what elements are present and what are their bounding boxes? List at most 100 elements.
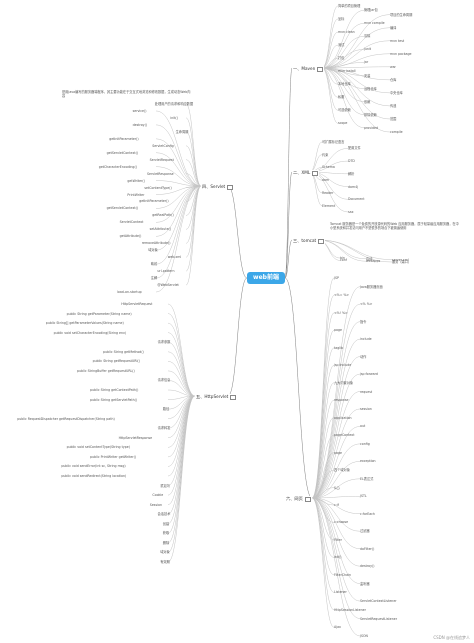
servlet-leaf[interactable]: getWriter() [127,178,145,183]
servlet-leaf[interactable]: getInitParameter() [139,199,169,204]
maven-leaf[interactable]: 仓库 [390,77,397,82]
xml-leaf[interactable]: Schema [322,165,335,170]
tomcat-leaf[interactable]: conf [340,258,347,263]
web-leaf[interactable]: Java服务器页面 [360,284,383,289]
web-leaf[interactable]: jsp:include [334,363,352,368]
web-leaf[interactable]: session [360,406,372,411]
branch-httpservlet[interactable]: 五、HttpServlet [195,394,238,400]
xml-leaf[interactable]: dom4j [348,184,358,189]
servlet-leaf[interactable]: setContentType() [144,185,172,190]
xml-leaf[interactable]: Document [348,197,365,202]
servlet-leaf[interactable]: getServletContext() [106,206,139,211]
servlet-leaf[interactable]: removeAttribute() [141,241,171,246]
xml-leaf[interactable]: Element [322,203,336,208]
maven-leaf[interactable]: provided [364,125,378,130]
web-leaf[interactable]: destroy() [360,564,375,569]
web-leaf[interactable]: ServletContextListener [360,599,397,604]
maven-leaf[interactable]: 远程仓库 [364,86,377,91]
web-leaf[interactable]: ServletRequestListener [360,616,398,621]
httpservlet-leaf[interactable]: 有效期 [160,560,170,564]
web-leaf[interactable]: Listener [334,590,347,595]
httpservlet-leaf[interactable]: HttpServletRequest [121,302,153,306]
web-leaf[interactable]: page [334,450,342,455]
servlet-leaf[interactable]: 域对象 [148,248,158,253]
servlet-leaf[interactable]: web.xml [167,255,182,260]
httpservlet-leaf[interactable]: public String getParameter(String name) [66,311,132,316]
servlet-leaf[interactable]: getInitParameter() [109,136,139,141]
servlet-leaf[interactable]: url-pattern [157,269,175,274]
maven-leaf[interactable]: junit [364,47,372,52]
tomcat-leaf[interactable]: server.xml [392,257,409,262]
web-leaf[interactable]: doFilter() [360,546,375,551]
httpservlet-leaf[interactable]: public String getServletPath() [90,397,138,402]
maven-leaf[interactable]: scope [338,121,348,126]
tomcat-leaf[interactable]: 服务（端口） [392,260,412,264]
maven-leaf[interactable]: 项目的生命周期 [390,12,413,17]
web-leaf[interactable]: Ajax [334,625,341,630]
web-leaf[interactable]: page [334,328,342,333]
httpservlet-leaf[interactable]: 删除 [162,540,170,545]
httpservlet-leaf[interactable]: public StringBuffer getRequestURL() [77,368,135,373]
web-leaf[interactable]: exception [360,459,376,464]
httpservlet-leaf[interactable]: public void sendRedirect(String location… [61,474,127,478]
httpservlet-leaf[interactable]: public String[] getParameterValues(Strin… [45,321,124,326]
maven-leaf[interactable]: 私服 [338,95,345,100]
servlet-leaf[interactable]: ServletConfig [152,143,174,148]
servlet-leaf[interactable]: PrintWriter [127,192,145,197]
maven-leaf[interactable]: mvn test [390,38,405,43]
web-leaf[interactable]: JSON [360,634,368,638]
maven-leaf[interactable]: 范围 [390,116,397,121]
web-leaf[interactable]: JSP [334,276,339,280]
httpservlet-leaf[interactable]: Session [149,502,162,507]
web-leaf[interactable]: c:forEach [360,511,375,516]
web-leaf[interactable]: jsp:forward [360,372,378,377]
xml-leaf[interactable]: 配置文件 [348,146,361,151]
web-leaf[interactable]: request [360,389,373,394]
servlet-leaf[interactable]: setAttribute() [149,227,172,232]
servlet-leaf[interactable]: ServletContext [119,220,144,225]
web-leaf[interactable]: 过滤器 [360,529,370,534]
servlet-leaf[interactable]: 处理用户的请求和响应数据 [154,102,194,106]
tomcat-leaf[interactable]: 启动 [366,256,373,261]
web-leaf[interactable]: 指令 [360,319,367,324]
branch-servlet[interactable]: 四、Servlet [201,184,235,190]
httpservlet-leaf[interactable]: public RequestDispatcher getRequestDispa… [17,416,115,421]
maven-leaf[interactable]: mvn clean [338,30,355,35]
maven-leaf[interactable]: 清除 [364,34,371,39]
web-leaf[interactable]: pageContext [334,433,355,438]
maven-leaf[interactable]: 简单的项目管理 [338,4,361,8]
servlet-leaf[interactable]: getCharacterEncoding() [98,164,137,169]
httpservlet-leaf[interactable]: 请求转发 [157,426,171,431]
maven-leaf[interactable]: mvn compile [364,21,385,26]
servlet-leaf[interactable]: 注解 [150,276,158,281]
httpservlet-leaf[interactable]: public void setCharacterEncoding(String … [53,330,127,335]
web-leaf[interactable]: ${} [334,485,341,490]
maven-leaf[interactable]: 打包 [338,56,345,61]
web-leaf[interactable]: c:if [334,503,339,508]
servlet-leaf[interactable]: load-on-startup [117,290,142,294]
maven-leaf[interactable]: 管理jar包 [364,8,378,13]
servlet-leaf[interactable]: 映射 [150,262,158,267]
branch-xml[interactable]: 二、XML [292,170,320,176]
web-leaf[interactable]: HttpSessionListener [334,607,366,612]
servlet-leaf[interactable]: @WebServlet [157,283,179,288]
xml-leaf[interactable]: sax [348,210,354,214]
web-leaf[interactable]: EL表达式 [360,476,374,481]
httpservlet-leaf[interactable]: public String getRequestURI() [92,359,140,364]
web-leaf[interactable]: 九大内置对象 [334,380,354,385]
web-leaf[interactable]: <%! %> [334,310,348,315]
maven-leaf[interactable]: 可选依赖 [338,108,351,113]
web-leaf[interactable]: config [360,441,370,446]
xml-leaf[interactable]: DTD [348,159,355,164]
httpservlet-leaf[interactable]: 创建 [162,521,170,526]
servlet-leaf[interactable]: 生命周期 [175,129,189,134]
web-leaf[interactable]: 监听器 [360,581,370,586]
maven-leaf[interactable]: 传递 [390,103,397,108]
central-topic[interactable]: web前端 [247,272,285,284]
branch-tomcat[interactable]: 三、tomcat [292,238,326,244]
web-leaf[interactable]: out [360,424,366,429]
maven-leaf[interactable]: 坐标 [338,17,345,22]
web-leaf[interactable]: 四个域对象 [334,468,350,473]
maven-leaf[interactable]: 中央仓库 [390,90,403,95]
httpservlet-leaf[interactable]: public String getContextPath() [90,388,139,392]
